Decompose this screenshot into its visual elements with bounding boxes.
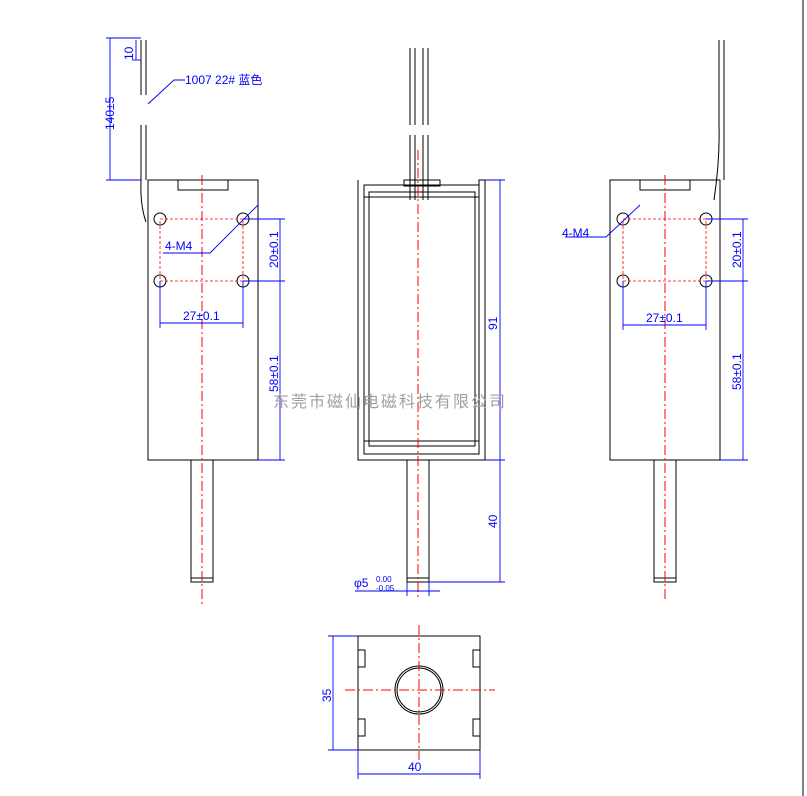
shaft-length-label: 40 <box>486 514 500 528</box>
left-hole-pattern <box>159 218 244 282</box>
middle-coil <box>368 191 476 447</box>
middle-wires <box>409 48 429 200</box>
end-notches <box>358 649 480 737</box>
left-thread-label: 4-M4 <box>165 239 193 253</box>
wire-strip-label: 10 <box>122 46 136 60</box>
left-hole-horiz-dim: 27±0.1 <box>183 309 220 323</box>
right-shaft <box>653 459 677 583</box>
end-height-label: 35 <box>320 688 334 702</box>
middle-wire-exit <box>403 179 441 187</box>
left-thread-leader <box>163 204 259 254</box>
left-wire-bend <box>140 179 147 223</box>
wire-spec-label: 1007 22# 蓝色 <box>185 73 262 87</box>
middle-view: 91 40 φ5 0.00 -0.05 <box>354 48 505 600</box>
body-length-label: 91 <box>486 316 500 330</box>
right-wires <box>713 40 725 201</box>
watermark: 东莞市磁仙电磁科技有限公司 <box>273 392 507 411</box>
right-hole-pattern <box>622 218 707 282</box>
right-thread-label: 4-M4 <box>562 226 590 240</box>
right-thread-leader <box>565 204 641 238</box>
left-hole-vert-dim: 20±0.1 <box>267 231 281 268</box>
right-hole-vert-dim: 20±0.1 <box>730 231 744 268</box>
end-width-label: 40 <box>408 760 422 774</box>
left-view: 4-M4 140±5 10 1007 22# 蓝色 20±0.1 58±0.1 … <box>103 37 285 605</box>
right-hole-end-dim: 58±0.1 <box>730 353 744 390</box>
shaft-tol-upper: 0.00 <box>376 575 392 584</box>
wire-spec-leader <box>147 79 185 105</box>
right-hole-horiz-dim: 27±0.1 <box>646 311 683 325</box>
middle-frame <box>357 179 486 461</box>
shaft-tol-lower: -0.05 <box>376 584 395 593</box>
right-view: 4-M4 20±0.1 58±0.1 27±0.1 <box>562 40 748 600</box>
end-view: 35 40 <box>320 625 495 779</box>
shaft-diameter-label: φ5 <box>354 576 369 590</box>
left-top-notch <box>177 180 229 191</box>
wire-length-label: 140±5 <box>103 96 117 130</box>
end-body <box>357 635 481 751</box>
left-wires <box>140 40 147 180</box>
left-hole-end-dim: 58±0.1 <box>267 355 281 392</box>
